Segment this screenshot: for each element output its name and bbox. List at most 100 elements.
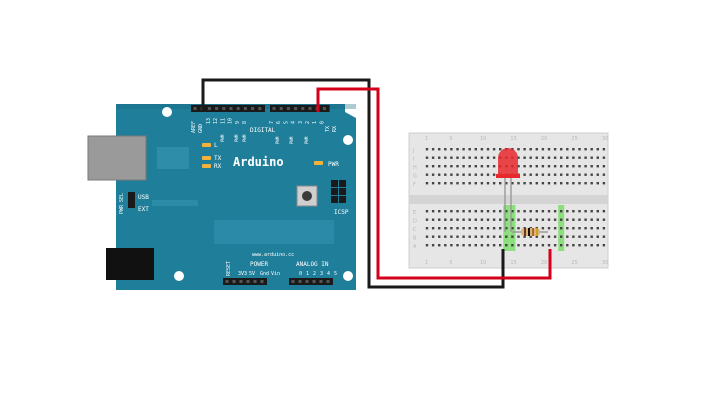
breadboard-hole — [553, 210, 557, 213]
digital-pin-label: 0 — [319, 121, 325, 124]
digital-pin-label: 13 — [206, 118, 212, 124]
breadboard-hole — [456, 218, 459, 221]
power-header-pin — [239, 280, 243, 283]
pwm-label: PWM — [220, 134, 225, 142]
breadboard-hole — [450, 244, 453, 247]
digital-header-left-pin — [229, 107, 233, 110]
breadboard-hole — [468, 227, 471, 230]
breadboard-hole — [444, 227, 447, 230]
analog-header-pin — [305, 280, 309, 283]
breadboard-hole — [547, 156, 551, 159]
breadboard-hole — [505, 182, 508, 185]
digital-header-right-pin — [272, 107, 276, 110]
breadboard-hole — [566, 210, 569, 213]
pwr-label: PWR — [328, 161, 339, 168]
breadboard-hole — [602, 210, 606, 213]
breadboard-hole — [590, 173, 593, 176]
breadboard-hole — [529, 218, 532, 221]
breadboard-hole — [590, 182, 593, 185]
breadboard-hole — [462, 210, 465, 213]
breadboard-hole — [584, 210, 587, 213]
breadboard-hole — [566, 173, 569, 176]
analog-label: ANALOG IN — [296, 261, 329, 268]
breadboard-hole — [438, 227, 441, 230]
breadboard-hole — [523, 156, 526, 159]
breadboard-hole — [431, 218, 435, 221]
breadboard-hole — [590, 244, 593, 247]
breadboard-hole — [438, 156, 441, 159]
breadboard-hole — [553, 182, 557, 185]
led-body — [498, 148, 518, 176]
breadboard-hole — [584, 148, 587, 151]
breadboard-hole — [444, 235, 447, 238]
breadboard-hole — [425, 227, 429, 230]
pwr-led — [314, 161, 323, 165]
breadboard-hole — [462, 148, 465, 151]
column-number: 30 — [602, 136, 608, 142]
led-rim — [496, 174, 520, 178]
icsp-pin — [339, 188, 346, 195]
breadboard-hole — [578, 165, 581, 168]
breadboard-hole — [456, 244, 459, 247]
breadboard-hole — [560, 148, 563, 151]
breadboard-hole — [584, 244, 587, 247]
breadboard-hole — [541, 227, 545, 230]
onboard-led — [202, 164, 211, 168]
column-number: 15 — [510, 260, 516, 266]
pwm-label: PWM — [275, 136, 280, 144]
analog-header-pin — [326, 280, 330, 283]
breadboard-hole — [566, 148, 569, 151]
breadboard-hole — [578, 244, 581, 247]
breadboard-hole — [499, 244, 502, 247]
center-channel — [409, 195, 608, 204]
breadboard-hole — [578, 235, 581, 238]
breadboard-hole — [468, 235, 471, 238]
row-letter: D — [413, 219, 417, 225]
breadboard-hole — [547, 210, 551, 213]
breadboard-hole — [431, 210, 435, 213]
breadboard-hole — [468, 210, 471, 213]
breadboard-hole — [474, 218, 477, 221]
breadboard-hole — [486, 148, 490, 151]
breadboard-hole — [468, 218, 471, 221]
breadboard-hole — [541, 244, 545, 247]
breadboard-hole — [462, 173, 465, 176]
breadboard-hole — [425, 210, 429, 213]
breadboard-hole — [584, 182, 587, 185]
breadboard-hole — [438, 148, 441, 151]
icsp-pin — [331, 196, 338, 203]
digital-header-left-pin — [207, 107, 211, 110]
breadboard-hole — [468, 156, 471, 159]
breadboard-hole — [462, 182, 465, 185]
breadboard-hole — [596, 210, 599, 213]
ext-label: EXT — [138, 206, 149, 213]
breadboard-hole — [468, 165, 471, 168]
breadboard-hole — [560, 227, 563, 230]
breadboard-hole — [535, 244, 538, 247]
breadboard-hole — [444, 173, 447, 176]
digital-pin-label: 3 — [298, 121, 304, 124]
breadboard-hole — [535, 156, 538, 159]
breadboard-hole — [438, 173, 441, 176]
breadboard-hole — [492, 148, 496, 151]
breadboard-hole — [572, 173, 575, 176]
breadboard-hole — [444, 182, 447, 185]
breadboard-hole — [431, 235, 435, 238]
breadboard-hole — [462, 156, 465, 159]
power-pin-label: 3V3 — [238, 271, 247, 277]
breadboard-hole — [499, 148, 502, 151]
breadboard-hole — [553, 218, 557, 221]
breadboard-hole — [474, 210, 477, 213]
breadboard-hole — [529, 173, 532, 176]
digital-header-left-pin — [251, 107, 255, 110]
ground-wire — [201, 78, 505, 289]
analog-pin-label: 0 — [299, 271, 302, 277]
digital-pin-label: 2 — [305, 121, 311, 124]
breadboard-hole — [431, 182, 435, 185]
breadboard-hole — [425, 148, 429, 151]
breadboard-hole — [517, 148, 520, 151]
row-letter: C — [413, 227, 417, 233]
column-number: 15 — [510, 136, 516, 142]
resistor-band — [528, 228, 530, 236]
